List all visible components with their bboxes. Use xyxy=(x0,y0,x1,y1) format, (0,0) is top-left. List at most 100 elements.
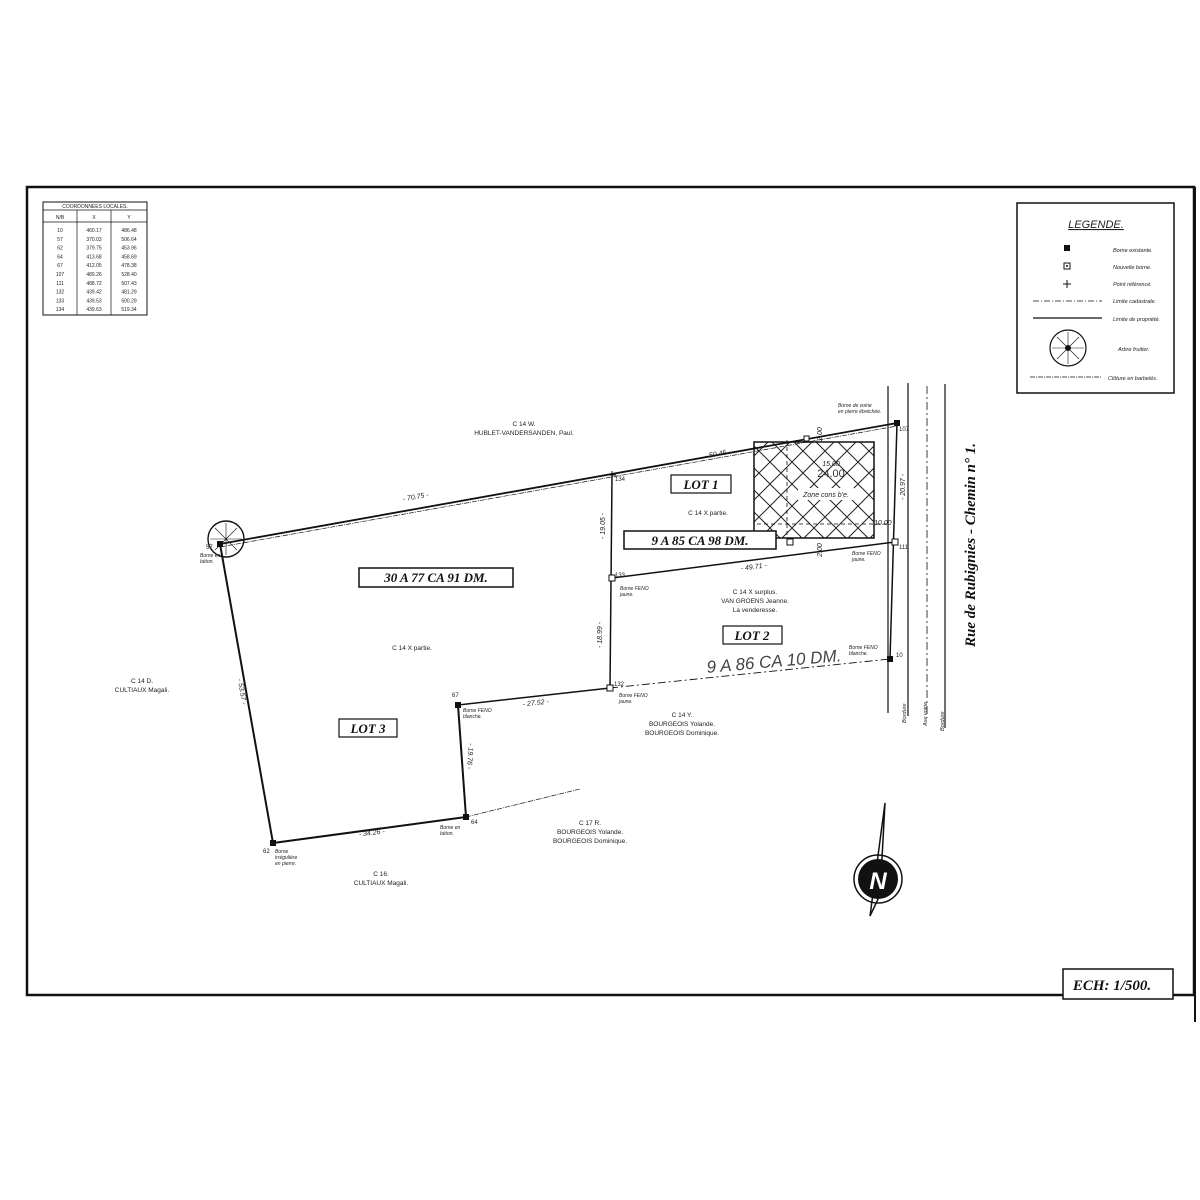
point-number: 132 xyxy=(614,682,625,688)
coordinates-table-cell: 458.69 xyxy=(121,254,137,260)
legend-item: Clôture en barbelés. xyxy=(1108,376,1158,382)
point-number: 64 xyxy=(471,820,478,826)
street-label-axis: Axe voirie xyxy=(923,702,929,727)
zone-label-bg xyxy=(798,488,854,500)
lot2-label: LOT 2 xyxy=(733,628,770,643)
scale-box xyxy=(1062,968,1174,1000)
parcel-code: C 14 W. xyxy=(512,421,535,428)
coordinates-table-cell: 412.05 xyxy=(86,263,102,269)
dimension-label: - 19.05 - xyxy=(600,512,607,539)
lot3-area: 30 A 77 CA 91 DM. xyxy=(383,570,488,585)
plus-icon xyxy=(1063,280,1071,288)
scale-label: ECH: 1/500. xyxy=(1072,978,1151,994)
nouvelle-borne xyxy=(786,538,794,546)
point-number: 57 xyxy=(206,545,213,551)
coordinates-table-cell: 478.38 xyxy=(121,263,137,269)
coordinates-table-cell: 481.29 xyxy=(121,290,137,296)
borne-note: béton. xyxy=(440,831,454,837)
borne-note: Borne en xyxy=(200,553,221,559)
coordinates-table-cell: 453.96 xyxy=(121,246,137,252)
borne-existante-67 xyxy=(455,702,461,708)
dimension-label: 10.00 xyxy=(874,520,892,527)
coordinates-table-cell: 488.72 xyxy=(86,281,102,287)
lot3-label: LOT 3 xyxy=(349,721,386,736)
borne-note: Borne de voirie xyxy=(838,403,872,409)
coordinates-table-cell: 132 xyxy=(56,290,65,296)
tree-icon xyxy=(207,520,245,558)
point-number: 134 xyxy=(615,477,626,483)
point-number: 10 xyxy=(896,653,903,659)
coordinates-table-cell: 107 xyxy=(56,272,65,278)
dimension-label: - 18.99 - xyxy=(597,621,604,648)
dimension-label: - 20.97 - xyxy=(900,473,907,500)
legend-item: Point référencé. xyxy=(1113,282,1152,288)
lot1-label: LOT 1 xyxy=(682,477,718,492)
nouvelle-borne-111 xyxy=(891,538,899,546)
legend-item: Limite de propriété. xyxy=(1113,317,1160,323)
coordinates-table-cell: 486.48 xyxy=(121,228,137,234)
parcel-code: C 16. xyxy=(373,871,389,878)
coordinates-table-cell: 64 xyxy=(57,254,63,260)
lot2-area-handwritten: 9 A 86 CA 10 DM. xyxy=(706,646,842,677)
dimension-label: - 34.26 - xyxy=(358,828,385,838)
zone-label: Zone cons b'e. xyxy=(802,492,849,499)
borne-note: blanche. xyxy=(463,714,482,720)
parcel-code: C 14 X surplus. xyxy=(733,589,778,596)
zone-dimension: 15.00 xyxy=(822,461,840,468)
parcel-owner: VAN GROENS Jeanne. xyxy=(721,598,789,605)
lot-label-box xyxy=(670,474,732,494)
legend-item: Arbre fruitier. xyxy=(1117,347,1150,353)
parcel-code: C 14 X partie. xyxy=(688,510,728,517)
parcel-owner: BOURGEOIS Dominique. xyxy=(553,838,627,845)
lot-area-box xyxy=(623,530,777,550)
coordinates-table-title: COORDONNEES LOCALES. xyxy=(62,204,128,210)
borne-note: Borne en xyxy=(440,825,461,831)
dimension-label: - 49.71 - xyxy=(740,562,767,572)
coordinates-table-cell: 379.75 xyxy=(86,246,102,252)
borne-note: en pierre. xyxy=(275,861,296,867)
borne-existante-57 xyxy=(217,541,223,547)
parcel-owner: HUBLET-VANDERSANDEN, Paul. xyxy=(474,430,574,437)
coordinates-table-cell: 489.26 xyxy=(86,272,102,278)
lot-label-box xyxy=(722,625,783,645)
parcel-code: C 17 R. xyxy=(579,820,601,827)
coordinates-table-cell: 507.43 xyxy=(121,281,137,287)
north-arrow-icon: N xyxy=(853,802,903,917)
borne-note: Borne FENO xyxy=(463,708,492,714)
borne-existante-10 xyxy=(887,656,893,662)
legend-item: Nouvelle borne. xyxy=(1113,265,1152,271)
coordinates-table-cell: 506.64 xyxy=(121,237,137,243)
borne-note: jaune. xyxy=(851,557,866,563)
parcel-note: La venderesse. xyxy=(733,607,778,614)
coordinates-table-header: X xyxy=(92,215,96,221)
north-arrow-label: N xyxy=(869,868,887,895)
point-number: 111 xyxy=(899,545,909,551)
coordinates-table-cell: 439.63 xyxy=(86,307,102,313)
coordinates-table-cell: 370.03 xyxy=(86,237,102,243)
parcel-owner: BOURGEOIS Dominique. xyxy=(645,730,719,737)
street-label-curb: Bordure xyxy=(902,703,908,723)
parcel-owner: CULTIAUX Magali. xyxy=(354,880,409,887)
legend-box: LEGENDE. Borne existante. Nouvelle borne… xyxy=(1016,202,1175,394)
street-label-curb: Bordure xyxy=(940,711,946,731)
borne-note: en pierre ébréchée. xyxy=(838,409,881,415)
square-dot-icon xyxy=(1063,262,1071,270)
borne-existante-62 xyxy=(270,840,276,846)
borne-existante-107 xyxy=(894,420,900,426)
dimension-label: 2.00 xyxy=(817,543,824,558)
coordinates-table-cell: 10 xyxy=(57,228,63,234)
coordinates-table-cell: 439.53 xyxy=(86,298,102,304)
coordinates-table-cell: 134 xyxy=(56,307,65,313)
point-number: 67 xyxy=(452,693,459,699)
legend-title: LEGENDE. xyxy=(1068,219,1124,231)
point-number: 107 xyxy=(899,427,910,433)
borne-note: jaune. xyxy=(619,592,634,598)
nouvelle-borne-132 xyxy=(606,684,614,692)
coordinates-table-cell: 519.34 xyxy=(121,307,137,313)
legend-item: Borne existante. xyxy=(1113,248,1153,254)
borne-note: blanche. xyxy=(849,651,868,657)
coordinates-table-cell: 67 xyxy=(57,263,63,269)
coordinates-table-cell: 111 xyxy=(56,281,64,287)
